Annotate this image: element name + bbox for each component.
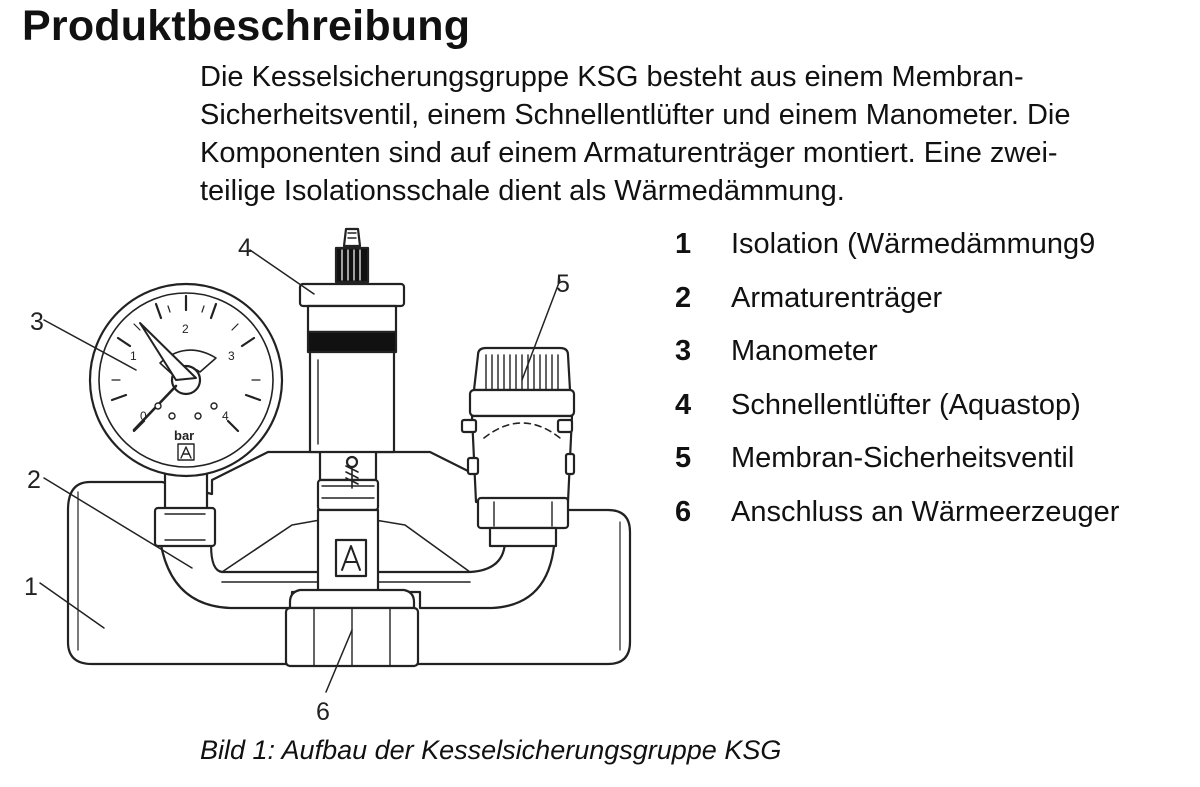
legend-number: 5 xyxy=(675,442,692,475)
legend-number: 1 xyxy=(675,228,692,261)
callout-leaders xyxy=(39,249,561,693)
pressure-gauge: 0 1 2 3 4 bar A xyxy=(88,282,284,478)
gauge-scale-label: 2 xyxy=(182,322,189,336)
legend-item: 2 Armaturenträger xyxy=(675,272,1119,326)
legend-text: Armaturenträger xyxy=(731,281,943,314)
callout-1: 1 xyxy=(24,573,38,601)
legend-text: Membran-Sicherheitsventil xyxy=(731,442,1075,475)
legend-number: 4 xyxy=(675,388,692,421)
callout-2: 2 xyxy=(27,466,41,494)
intro-line: Komponenten sind auf einem Armaturenträg… xyxy=(200,137,1058,169)
boiler-connection-nut xyxy=(288,588,416,610)
callout-6: 6 xyxy=(316,698,330,726)
legend-text: Schnellentlüfter (Aquastop) xyxy=(731,388,1081,421)
intro-paragraph: Die Kesselsicherungsgruppe KSG besteht a… xyxy=(200,58,1070,210)
gauge-needle xyxy=(139,322,197,381)
intro-line: Die Kesselsicherungsgruppe KSG besteht a… xyxy=(200,61,1024,93)
figure-caption: Bild 1: Aufbau der Kesselsicherungsgrupp… xyxy=(200,735,782,765)
legend-item: 1 Isolation (Wärmedämmung9 xyxy=(675,218,1119,272)
gauge-scale-label: 3 xyxy=(228,349,235,363)
legend-item: 5 Membran-Sicherheitsventil xyxy=(675,432,1119,486)
legend-item: 3 Manometer xyxy=(675,325,1119,379)
legend-number: 6 xyxy=(675,495,692,528)
legend-number: 2 xyxy=(675,281,692,314)
safety-valve xyxy=(460,346,576,548)
legend-item: 4 Schnellentlüfter (Aquastop) xyxy=(675,379,1119,433)
legend-text: Anschluss an Wärmeerzeuger xyxy=(731,495,1120,528)
intro-line: teilige Isolationsschale dient als Wärme… xyxy=(200,175,845,207)
gauge-scale-label: 4 xyxy=(222,409,229,423)
callout-4: 4 xyxy=(238,234,252,262)
legend-text: Isolation (Wärmedämmung9 xyxy=(731,228,1096,261)
callout-5: 5 xyxy=(556,270,570,298)
legend-item: 6 Anschluss an Wärmeerzeuger xyxy=(675,486,1119,540)
legend-text: Manometer xyxy=(731,335,878,368)
legend-number: 3 xyxy=(675,335,692,368)
page-title: Produktbeschreibung xyxy=(22,2,471,50)
gauge-scale-label: 0 xyxy=(140,409,147,423)
ksg-assembly-drawing: A xyxy=(24,227,632,726)
component-legend: 1 Isolation (Wärmedämmung9 2 Armaturentr… xyxy=(675,218,1119,539)
quick-air-vent xyxy=(298,227,406,454)
intro-line: Sicherheitsventil, einem Schnellentlüfte… xyxy=(200,99,1071,131)
gauge-scale-label: 1 xyxy=(130,349,137,363)
gauge-unit-label: bar xyxy=(174,428,194,443)
callout-3: 3 xyxy=(30,308,44,336)
